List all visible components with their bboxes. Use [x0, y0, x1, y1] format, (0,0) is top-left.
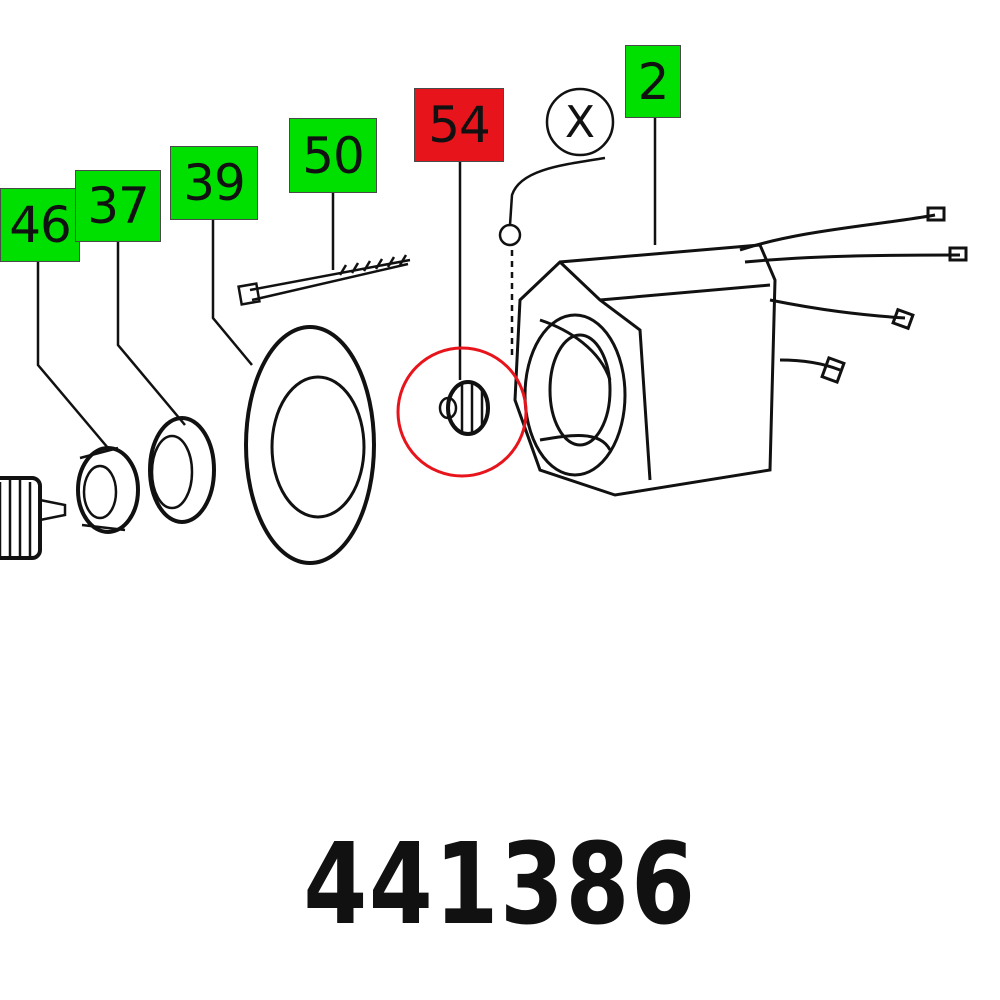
ground-marker-circle — [545, 87, 615, 157]
armature-icon — [0, 476, 67, 560]
label-37[interactable]: 37 — [75, 170, 161, 242]
ground-marker-label: X — [564, 96, 596, 148]
highlight-circle — [396, 346, 528, 478]
label-46[interactable]: 46 — [0, 188, 80, 262]
label-2[interactable]: 2 — [625, 45, 681, 118]
label-54[interactable]: 54 — [414, 88, 504, 162]
bearing-icon — [76, 446, 140, 534]
insulating-bush-icon — [438, 380, 490, 436]
leader-37 — [116, 242, 186, 426]
label-39[interactable]: 39 — [170, 146, 258, 220]
label-50[interactable]: 50 — [289, 118, 377, 193]
screw-icon — [237, 254, 411, 306]
leader-39 — [211, 220, 253, 366]
part-number: 441386 — [303, 820, 697, 950]
ground-wire-icon — [498, 156, 606, 360]
field-coil-icon — [513, 206, 968, 497]
washer-icon — [244, 325, 376, 565]
bearing-sleeve-icon — [148, 416, 216, 524]
leader-46 — [36, 262, 109, 449]
